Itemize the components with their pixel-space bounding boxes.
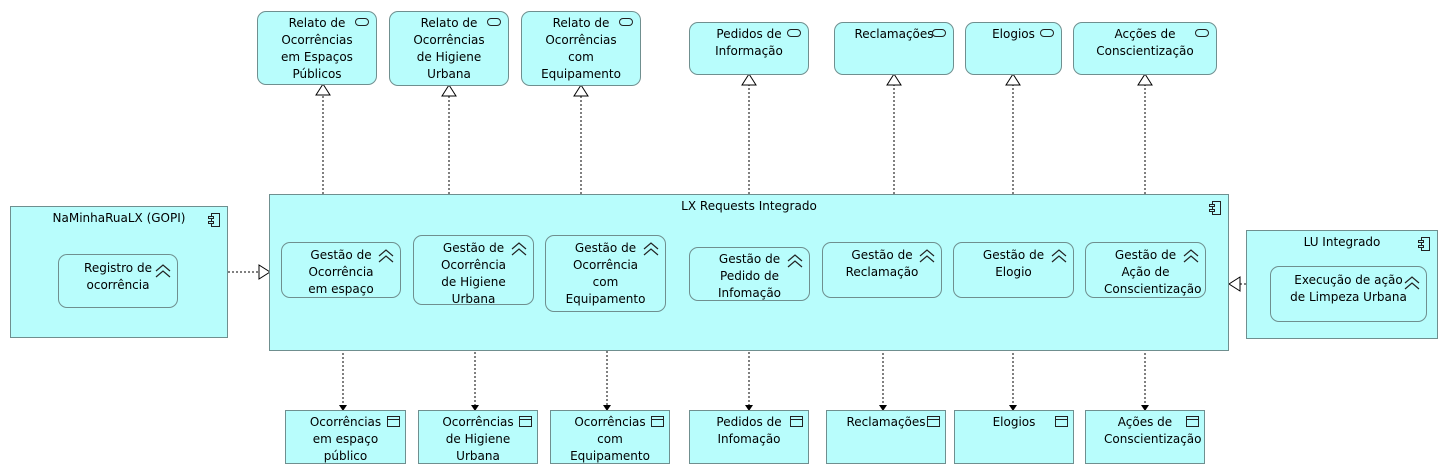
data-object-label: Elogios <box>992 415 1036 429</box>
business-service-icon <box>487 18 501 26</box>
service-relato-equipamento[interactable]: Relato de Ocorrências com Equipamento <box>521 11 641 86</box>
access-arrowhead-5 <box>879 405 887 411</box>
realization-arrowhead-6 <box>1005 73 1021 86</box>
realization-arrowhead-5 <box>886 73 902 86</box>
business-process-icon <box>1051 249 1067 263</box>
application-component-icon <box>1209 201 1221 215</box>
business-process-icon <box>378 249 394 263</box>
business-process-icon <box>1404 276 1420 290</box>
realization-arrowhead-7 <box>1137 73 1153 86</box>
data-object-acoes-conscientizacao[interactable]: Ações de Conscientização <box>1085 410 1205 464</box>
service-label: Elogios <box>992 27 1035 41</box>
business-service-icon <box>1040 29 1054 37</box>
business-service-icon <box>355 18 369 26</box>
process-label: Gestão de Pedido de Infomação <box>717 252 782 300</box>
business-process-icon <box>155 264 171 278</box>
data-object-pedidos-informacao[interactable]: Pedidos de Infomação <box>689 410 809 464</box>
process-label: Gestão de Reclamação <box>845 248 919 279</box>
data-object-ocorrencias-equipamento[interactable]: Ocorrências com Equipamento <box>550 410 670 464</box>
data-object-icon <box>927 416 940 427</box>
data-object-label: Pedidos de Infomação <box>716 415 782 446</box>
service-reclamacoes[interactable]: Reclamações <box>834 22 954 75</box>
realization-arrowhead-4 <box>741 73 757 86</box>
service-label: Acções de Conscientização <box>1096 27 1194 58</box>
data-object-icon <box>387 416 400 427</box>
service-label: Pedidos de Informação <box>715 27 783 58</box>
realization-arrowhead-1 <box>315 83 331 96</box>
business-process-icon <box>787 254 803 268</box>
component-title: NaMinhaRuaLX (GOPI) <box>52 211 186 225</box>
service-accoes-conscientizacao[interactable]: Acções de Conscientização <box>1073 22 1217 75</box>
data-object-icon <box>790 416 803 427</box>
service-relato-higiene-urbana[interactable]: Relato de Ocorrências de Higiene Urbana <box>389 11 509 86</box>
data-object-elogios[interactable]: Elogios <box>954 410 1074 464</box>
service-label: Relato de Ocorrências em Espaços Público… <box>281 16 353 81</box>
right-realization-arrowhead <box>1228 276 1241 292</box>
process-registro-ocorrencia[interactable]: Registro de ocorrência <box>58 254 178 308</box>
left-realization-arrowhead <box>258 264 271 280</box>
realization-arrowhead-3 <box>573 84 589 97</box>
data-object-icon <box>519 416 532 427</box>
data-object-icon <box>1055 416 1068 427</box>
process-gestao-pedido-informacao[interactable]: Gestão de Pedido de Infomação <box>689 247 810 301</box>
service-label: Relato de Ocorrências com Equipamento <box>541 16 621 81</box>
component-naminharualx[interactable]: NaMinhaRuaLX (GOPI) Registro de ocorrênc… <box>10 206 228 338</box>
component-title: LU Integrado <box>1303 235 1381 249</box>
service-pedidos-informacao[interactable]: Pedidos de Informação <box>689 22 809 75</box>
data-object-label: Reclamações <box>846 415 926 429</box>
service-elogios[interactable]: Elogios <box>965 22 1062 75</box>
component-lx-requests-integrado[interactable]: LX Requests Integrado Gestão de Ocorrênc… <box>269 194 1229 351</box>
service-relato-espacos-publicos[interactable]: Relato de Ocorrências em Espaços Público… <box>257 11 377 85</box>
process-execucao-limpeza-urbana[interactable]: Execução de ação de Limpeza Urbana <box>1270 266 1427 322</box>
process-label: Gestão de Ocorrência com Equipamento <box>565 241 646 306</box>
data-object-ocorrencias-higiene-urbana[interactable]: Ocorrências de Higiene Urbana <box>418 410 538 464</box>
business-service-icon <box>1195 29 1209 37</box>
access-arrowhead-3 <box>603 405 611 411</box>
business-service-icon <box>932 29 946 37</box>
application-component-icon <box>1418 237 1430 251</box>
access-arrowhead-6 <box>1009 405 1017 411</box>
data-object-label: Ocorrências em espaço público <box>309 415 382 463</box>
process-gestao-reclamacao[interactable]: Gestão de Reclamação <box>822 242 942 298</box>
component-lu-integrado[interactable]: LU Integrado Execução de ação de Limpeza… <box>1246 230 1438 339</box>
data-object-label: Ocorrências de Higiene Urbana <box>442 415 514 463</box>
data-object-icon <box>651 416 664 427</box>
business-process-icon <box>919 249 935 263</box>
process-gestao-acao-conscientizacao[interactable]: Gestão de Ação de Conscientização <box>1085 242 1206 298</box>
business-process-icon <box>511 242 527 256</box>
process-gestao-ocorrencia-equipamento[interactable]: Gestão de Ocorrência com Equipamento <box>545 235 666 312</box>
process-label: Gestão de Ação de Conscientização <box>1104 248 1202 296</box>
access-arrowhead-1 <box>339 405 347 411</box>
process-label: Execução de ação de Limpeza Urbana <box>1290 273 1407 304</box>
business-service-icon <box>619 18 633 26</box>
access-arrowhead-7 <box>1141 405 1149 411</box>
data-object-reclamacoes[interactable]: Reclamações <box>826 410 946 464</box>
process-label: Gestão de Ocorrência em espaço público <box>308 248 374 296</box>
service-label: Relato de Ocorrências de Higiene Urbana <box>413 16 485 81</box>
business-process-icon <box>1183 249 1199 263</box>
process-label: Gestão de Ocorrência de Higiene Urbana <box>440 241 507 305</box>
process-gestao-elogio[interactable]: Gestão de Elogio <box>953 242 1074 298</box>
business-process-icon <box>643 242 659 256</box>
component-title: LX Requests Integrado <box>681 199 817 213</box>
service-label: Reclamações <box>854 27 934 41</box>
process-gestao-ocorrencia-higiene[interactable]: Gestão de Ocorrência de Higiene Urbana <box>413 235 534 305</box>
process-gestao-ocorrencia-espaco[interactable]: Gestão de Ocorrência em espaço público <box>281 242 401 298</box>
data-object-label: Ações de Conscientização <box>1104 415 1202 446</box>
application-component-icon <box>208 213 220 227</box>
realization-arrowhead-2 <box>441 84 457 97</box>
process-label: Gestão de Elogio <box>982 248 1045 279</box>
business-service-icon <box>787 29 801 37</box>
data-object-label: Ocorrências com Equipamento <box>570 415 650 463</box>
access-arrowhead-2 <box>471 405 479 411</box>
data-object-icon <box>1186 416 1199 427</box>
process-label: Registro de ocorrência <box>84 261 152 292</box>
access-arrowhead-4 <box>745 405 753 411</box>
data-object-ocorrencias-espaco-publico[interactable]: Ocorrências em espaço público <box>285 410 406 464</box>
